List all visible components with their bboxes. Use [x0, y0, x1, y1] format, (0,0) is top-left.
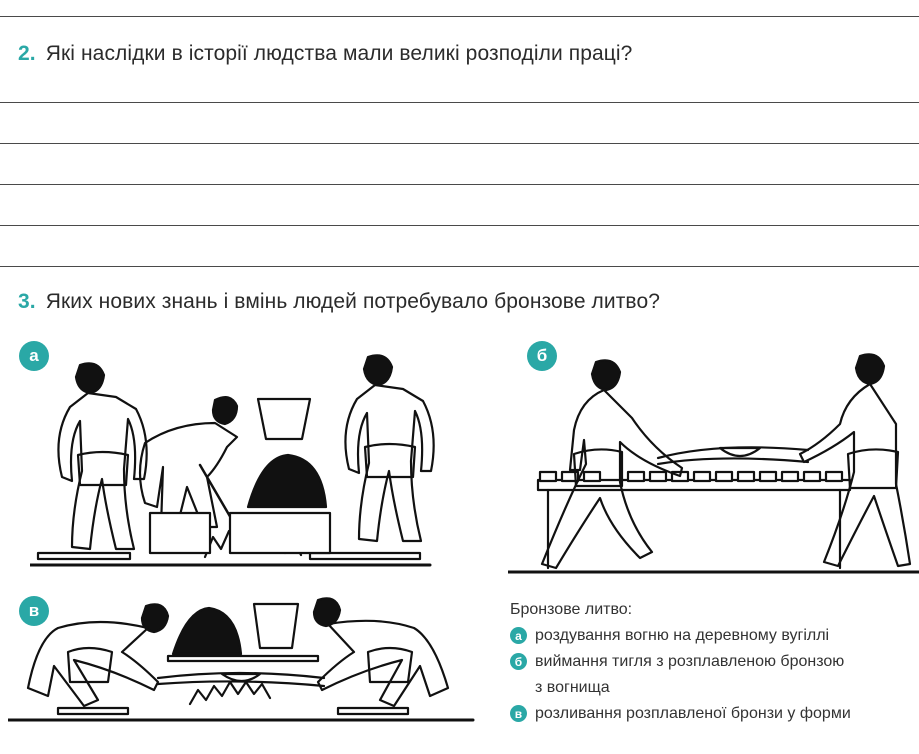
caption-text-b-continuation: з вогнища	[535, 679, 610, 696]
answer-line-2[interactable]	[0, 143, 919, 144]
caption-item-b: б виймання тигля з розплавленою бронзою	[510, 649, 910, 675]
question-2-number: 2.	[18, 42, 36, 65]
caption-text-b: виймання тигля з розплавленою бронзою	[535, 653, 845, 670]
answer-line-5[interactable]	[0, 266, 919, 267]
answer-line-3[interactable]	[0, 184, 919, 185]
illustration-a-fire-blowing	[30, 354, 435, 567]
question-3-number: 3.	[18, 290, 36, 313]
question-3-text: Яких нових знань і вмінь людей потребува…	[45, 290, 661, 313]
caption-item-a: а роздування вогню на деревному вугіллі	[510, 623, 910, 649]
caption-text-v: розливання розплавленої бронзи у форми	[535, 705, 851, 722]
caption-title: Бронзове литво:	[510, 601, 633, 618]
illustration-b-badge: б	[527, 341, 557, 371]
answer-line-4[interactable]	[0, 225, 919, 226]
answer-line-top[interactable]	[0, 16, 919, 17]
illustration-v-bronze-pouring	[8, 597, 475, 722]
caption-badge-v: в	[510, 705, 527, 722]
answer-line-1[interactable]	[0, 102, 919, 103]
caption-text-a: роздування вогню на деревному вугіллі	[535, 627, 830, 644]
illustration-caption: Бронзове литво: а роздування вогню на де…	[510, 597, 910, 727]
question-3: 3. Яких нових знань і вмінь людей потребу…	[18, 290, 660, 314]
illustration-b-crucible-removal	[508, 353, 919, 574]
caption-badge-b: б	[510, 653, 527, 670]
caption-badge-a: а	[510, 627, 527, 644]
question-2-text: Які наслідки в історії людства мали вели…	[45, 42, 633, 65]
illustration-a-badge: а	[19, 341, 49, 371]
illustration-v-badge: в	[19, 596, 49, 626]
caption-item-v: в розливання розплавленої бронзи у форми	[510, 701, 910, 727]
question-2: 2. Які наслідки в історії людства мали ве…	[18, 42, 632, 66]
